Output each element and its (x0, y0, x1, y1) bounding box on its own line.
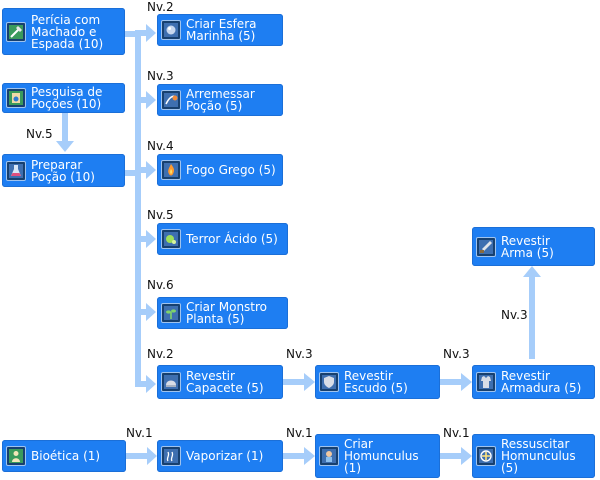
requirement-label-potion-pitcher: Nv.3 (147, 69, 174, 83)
skill-label: Criar Homunculus (1) (344, 437, 419, 475)
requirement-label-chemical-helm: Nv.2 (147, 347, 174, 361)
skill-label: Revestir Armadura (5) (501, 369, 582, 395)
skill-label: Preparar Poção (10) (31, 157, 95, 184)
requirement-label-chemical-armor: Nv.3 (443, 347, 470, 361)
skill-label: Criar Esfera Marinha (5) (186, 17, 257, 43)
vapor-icon (161, 446, 181, 466)
acid-icon (161, 229, 181, 249)
fire-bottle-icon (161, 160, 181, 180)
skill-label: Vaporizar (1) (186, 449, 264, 463)
skill-label: Terror Ácido (5) (186, 232, 278, 246)
skill-node-vaporize[interactable]: Vaporizar (1) (157, 440, 283, 472)
skill-node-potion-research[interactable]: Pesquisa de Poções (10) (2, 83, 125, 113)
shield-icon (319, 372, 339, 392)
bioethics-icon (6, 446, 26, 466)
skill-node-plant-monster[interactable]: Criar Monstro Planta (5) (157, 297, 288, 329)
requirement-label-call-homunculus: Nv.1 (286, 426, 313, 440)
requirement-label-sphere-mine: Nv.2 (147, 0, 174, 14)
skill-label: Criar Monstro Planta (5) (186, 300, 268, 326)
axe-sword-icon (6, 21, 26, 42)
sphere-icon (161, 20, 181, 40)
requirement-label-chemical-shield: Nv.3 (286, 347, 313, 361)
skill-label: Revestir Capacete (5) (186, 369, 264, 395)
skill-label: Perícia com Machado e Espada (10) (31, 12, 104, 51)
potion-book-icon (6, 88, 26, 108)
requirement-label-vaporize: Nv.1 (126, 426, 153, 440)
skill-node-call-homunculus[interactable]: Criar Homunculus (1) (315, 434, 440, 478)
skill-label: Fogo Grego (5) (186, 163, 276, 177)
throw-potion-icon (161, 90, 181, 110)
requirement-label-resurrect: Nv.1 (443, 426, 470, 440)
plant-icon (161, 303, 181, 323)
skill-node-chemical-weapon[interactable]: Revestir Arma (5) (472, 227, 595, 266)
skill-node-chemical-armor[interactable]: Revestir Armadura (5) (472, 365, 595, 399)
skill-label: Revestir Arma (5) (501, 233, 554, 260)
skill-node-sphere-mine[interactable]: Criar Esfera Marinha (5) (157, 14, 283, 46)
resurrect-icon (476, 446, 496, 466)
skill-node-resurrect-homunculus[interactable]: Ressuscitar Homunculus (5) (472, 434, 595, 478)
skill-label: Arremessar Poção (5) (186, 87, 255, 113)
homunculus-icon (319, 446, 339, 466)
skill-node-chemical-shield[interactable]: Revestir Escudo (5) (315, 365, 440, 399)
skill-node-acid-terror[interactable]: Terror Ácido (5) (157, 223, 288, 255)
skill-label: Bioética (1) (31, 449, 101, 463)
requirement-label-acid-terror: Nv.5 (147, 208, 174, 222)
skill-node-chemical-helm[interactable]: Revestir Capacete (5) (157, 365, 283, 399)
skill-node-axe-mastery[interactable]: Perícia com Machado e Espada (10) (2, 8, 125, 55)
skill-node-prepare-potion[interactable]: Preparar Poção (10) (2, 154, 125, 187)
skill-label: Ressuscitar Homunculus (5) (501, 437, 576, 475)
requirement-label-chemical-weapon: Nv.3 (501, 308, 528, 322)
weapon-icon (476, 236, 496, 257)
requirement-label-greek-fire: Nv.4 (147, 139, 174, 153)
skill-node-bioethics[interactable]: Bioética (1) (2, 440, 126, 472)
requirement-label-plant-monster: Nv.6 (147, 278, 174, 292)
armor-icon (476, 372, 496, 392)
skill-label: Pesquisa de Poções (10) (31, 85, 103, 111)
skill-label: Revestir Escudo (5) (344, 369, 408, 395)
flask-icon (6, 160, 26, 181)
helm-icon (161, 372, 181, 392)
requirement-label-prepare-potion: Nv.5 (26, 127, 53, 141)
skill-node-potion-pitcher[interactable]: Arremessar Poção (5) (157, 84, 283, 116)
skill-node-greek-fire[interactable]: Fogo Grego (5) (157, 154, 283, 186)
